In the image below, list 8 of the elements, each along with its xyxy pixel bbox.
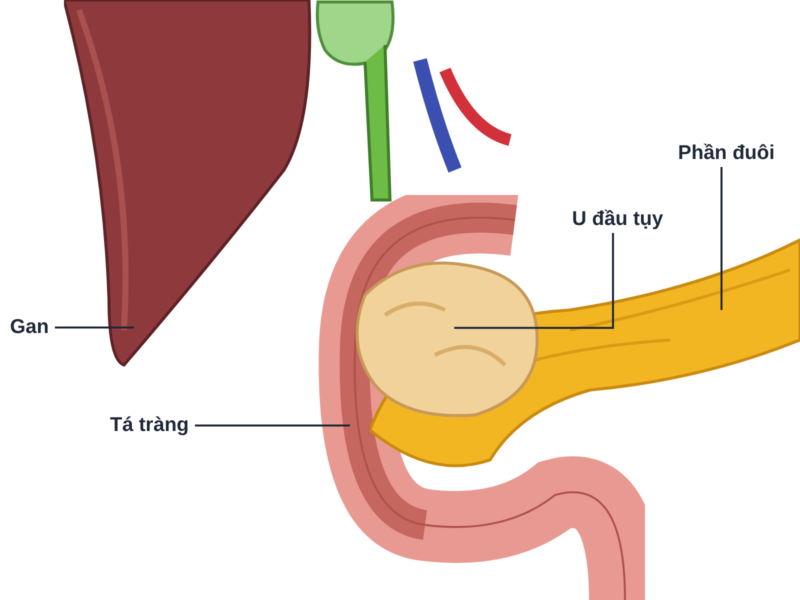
organ-label: Tá tràng — [110, 414, 189, 437]
organ-label: Gan — [10, 316, 49, 339]
leader-line — [454, 233, 614, 329]
leader-line — [720, 167, 722, 310]
leader-line — [54, 326, 134, 328]
leader-line — [194, 424, 350, 426]
organ-label: Phần đuôi — [678, 142, 775, 165]
organ-label: U đầu tụy — [572, 208, 664, 231]
